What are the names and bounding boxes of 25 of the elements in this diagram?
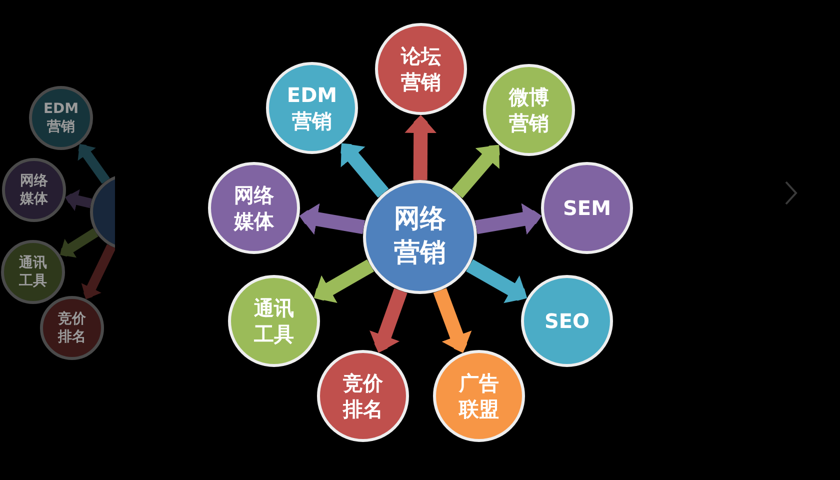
arrow [314, 259, 374, 304]
arrow [370, 288, 408, 353]
node-label: 广告联盟 [458, 370, 500, 422]
arrow [65, 189, 92, 212]
arrow [339, 143, 389, 198]
arrow [433, 288, 472, 353]
node-label: EDM营销 [42, 100, 80, 136]
arrow [404, 115, 437, 180]
node-label: 网络营销 [392, 203, 447, 270]
arrow [452, 144, 501, 198]
node-label: 竞价排名 [342, 370, 384, 422]
arrow [299, 203, 366, 235]
node-label: SEM [562, 195, 612, 221]
node-label: 网络媒体 [232, 182, 275, 234]
node-label: 网络媒体 [18, 172, 49, 208]
arrow [466, 259, 528, 304]
node-label: 竞价排名 [56, 310, 87, 346]
node-label: 通讯工具 [253, 295, 295, 347]
node-label: SEO [543, 308, 591, 334]
node-label: EDM营销 [286, 82, 338, 134]
arrow [60, 228, 98, 260]
node-label: 微博营销 [508, 84, 550, 136]
arrow [76, 144, 110, 184]
node-label: 通讯工具 [18, 254, 48, 290]
node-label: 论坛营销 [400, 43, 442, 95]
